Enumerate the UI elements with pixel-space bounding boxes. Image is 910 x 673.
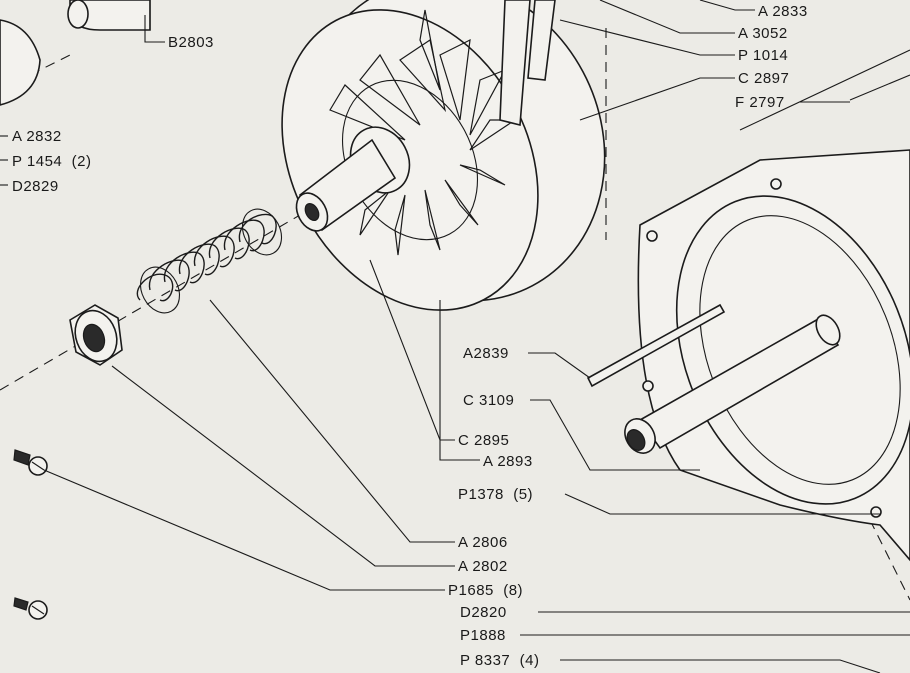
label-p1685: P1685 (8) [448, 582, 523, 599]
label-a2893: A 2893 [483, 453, 533, 470]
label-c2895: C 2895 [458, 432, 509, 449]
label-p8337: P 8337 (4) [460, 652, 539, 669]
screw-upper [13, 449, 48, 476]
label-b2803: B2803 [168, 34, 214, 51]
label-d2829: D2829 [12, 178, 59, 195]
label-p1888: P1888 [460, 627, 506, 644]
upper-shaft-part [67, 0, 151, 31]
label-a2832: A 2832 [12, 128, 62, 145]
label-p1378: P1378 (5) [458, 486, 533, 503]
hex-nut [69, 304, 123, 366]
key-pin [586, 303, 726, 388]
end-housing [637, 49, 910, 562]
label-p1454: P 1454 (2) [12, 153, 91, 170]
label-a2802: A 2802 [458, 558, 508, 575]
impeller [281, 0, 606, 311]
label-a2806: A 2806 [458, 534, 508, 551]
label-p1014: P 1014 [738, 47, 788, 64]
left-housing-fragment [0, 19, 41, 106]
label-d2820: D2820 [460, 604, 507, 621]
housing-shaft [624, 314, 841, 454]
assembly-centerline [0, 214, 301, 391]
screw-lower [13, 597, 48, 620]
label-a2833: A 2833 [758, 3, 808, 20]
label-c3109: C 3109 [463, 392, 514, 409]
label-a3052: A 3052 [738, 25, 788, 42]
label-c2897: C 2897 [738, 70, 789, 87]
label-a2839: A2839 [463, 345, 509, 362]
label-f2797: F 2797 [735, 94, 785, 111]
coil-spring [136, 208, 283, 314]
lower-right-centerline [869, 519, 910, 601]
callout-labels: B2803 A 2833 A 3052 P 1014 C 2897 F 2797… [12, 3, 808, 669]
